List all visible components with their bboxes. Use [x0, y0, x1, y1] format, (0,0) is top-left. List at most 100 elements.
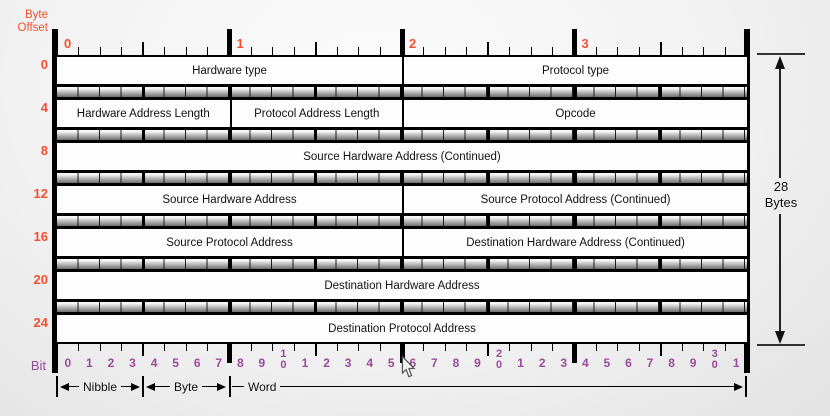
- arrow-left-icon: [60, 382, 69, 391]
- byte-separator-band: [57, 172, 747, 184]
- ruler-tick-top: [164, 47, 166, 55]
- dimension-line-lower: [779, 214, 781, 331]
- bit-number: 4: [366, 356, 373, 370]
- ruler-tick-top: [99, 47, 101, 55]
- dimension-line-upper: [779, 68, 781, 178]
- band-divider: [486, 216, 490, 226]
- legend-byte-label: Byte: [174, 379, 199, 394]
- band-divider: [314, 173, 318, 183]
- band-divider: [314, 216, 318, 226]
- byte-offset-value: 16: [33, 229, 48, 244]
- band-divider: [659, 130, 663, 140]
- byte-offset-header-line1: Byte: [24, 9, 48, 21]
- frame-bar-left: [52, 29, 58, 373]
- byte-offset-value: 24: [33, 315, 48, 330]
- ruler-tick-bottom: [99, 344, 101, 351]
- field-cell: Source Hardware Address (Continued): [303, 150, 501, 163]
- ruler-tick-bottom: [227, 344, 232, 363]
- ruler-tick-top: [703, 47, 705, 55]
- bit-number: 2: [538, 356, 546, 370]
- ruler-tick-top: [423, 47, 425, 55]
- bit-caption: Bit: [30, 358, 46, 373]
- band-divider: [572, 130, 577, 140]
- ruler-tick-bottom: [659, 344, 662, 356]
- band-divider: [400, 173, 404, 183]
- ruler-tick-top: [681, 47, 683, 55]
- field-cell: Opcode: [402, 100, 747, 127]
- bit-number: 8: [452, 356, 460, 370]
- byte-offset-header: Byte Offset: [0, 9, 48, 35]
- ruler-tick-bottom: [595, 344, 597, 351]
- ruler-tick-bottom: [552, 344, 554, 351]
- band-divider: [141, 216, 145, 226]
- arrow-right-icon: [734, 382, 743, 391]
- field-cell: Source Hardware Address: [162, 193, 297, 206]
- bit-number: 6: [409, 356, 417, 370]
- band-divider: [659, 259, 663, 269]
- band-divider: [486, 87, 490, 97]
- bit-number: 0: [64, 356, 72, 370]
- band-divider: [486, 130, 490, 140]
- legend-nibble-label: Nibble: [82, 379, 118, 394]
- bit-number: 8: [668, 356, 675, 370]
- bit-number: 8: [236, 356, 244, 370]
- ruler-tick-top: [121, 47, 123, 55]
- ruler-tick-bottom: [142, 344, 145, 356]
- field-cell: Protocol type: [402, 57, 747, 84]
- legend-bar: [229, 376, 231, 397]
- field-cell: Source Protocol Address (Continued): [402, 186, 747, 213]
- legend-bar: [745, 376, 747, 397]
- band-divider: [227, 130, 232, 140]
- size-annotation-value: 28: [773, 179, 789, 194]
- byte-offset-value: 0: [40, 57, 48, 72]
- bit-number: 2: [107, 356, 115, 370]
- byte-offset-value: 8: [40, 143, 48, 158]
- legend-byte-span: Byte: [146, 379, 227, 394]
- bit-number: 1: [732, 356, 740, 370]
- ruler-tick-bottom: [78, 344, 80, 351]
- size-annotation-unit: Bytes: [764, 195, 798, 210]
- ruler-tick-bottom: [121, 344, 123, 351]
- ruler-tick-top: [293, 47, 295, 55]
- ruler-tick-bottom: [487, 344, 490, 356]
- ruler-tick-bottom: [466, 344, 468, 351]
- bit-number: 4: [581, 356, 589, 370]
- bit-number: 3: [560, 356, 568, 370]
- band-divider: [659, 302, 663, 312]
- band-divider: [572, 259, 577, 269]
- ruler-tick-top: [336, 47, 338, 55]
- packet-row: Source Hardware Address Source Protocol A…: [57, 184, 747, 215]
- band-divider: [141, 173, 145, 183]
- band-divider: [227, 216, 232, 226]
- ruler-tick-top: [572, 29, 577, 55]
- byte-separator-band: [57, 258, 747, 270]
- ruler-tick-top: [595, 47, 597, 55]
- arrow-left-icon: [146, 382, 155, 391]
- ruler-byte-label: 1: [236, 36, 244, 51]
- ruler-tick-top: [530, 47, 532, 55]
- ruler-tick-bottom: [250, 344, 252, 351]
- ruler-tick-bottom: [164, 344, 166, 351]
- byte-separator-band: [57, 301, 747, 313]
- ruler-tick-top: [272, 47, 274, 55]
- frame-bar-right: [744, 29, 750, 373]
- ruler-tick-bottom: [617, 344, 619, 351]
- bit-number: 1: [517, 356, 524, 370]
- bit-number: 3: [344, 356, 352, 370]
- band-divider: [314, 302, 318, 312]
- ruler-tick-bottom: [358, 344, 360, 351]
- bit-number: 1: [301, 356, 309, 370]
- ruler-tick-bottom: [314, 344, 317, 356]
- ruler-tick-bottom: [572, 344, 577, 363]
- ruler-tick-bottom: [724, 344, 726, 351]
- bit-number: 6: [193, 356, 201, 370]
- ruler-tick-top: [509, 47, 511, 55]
- ruler-byte-label: 3: [581, 36, 589, 51]
- bit-number: 5: [603, 356, 611, 370]
- arrow-right-icon: [217, 382, 227, 391]
- bit-number: 7: [215, 356, 223, 370]
